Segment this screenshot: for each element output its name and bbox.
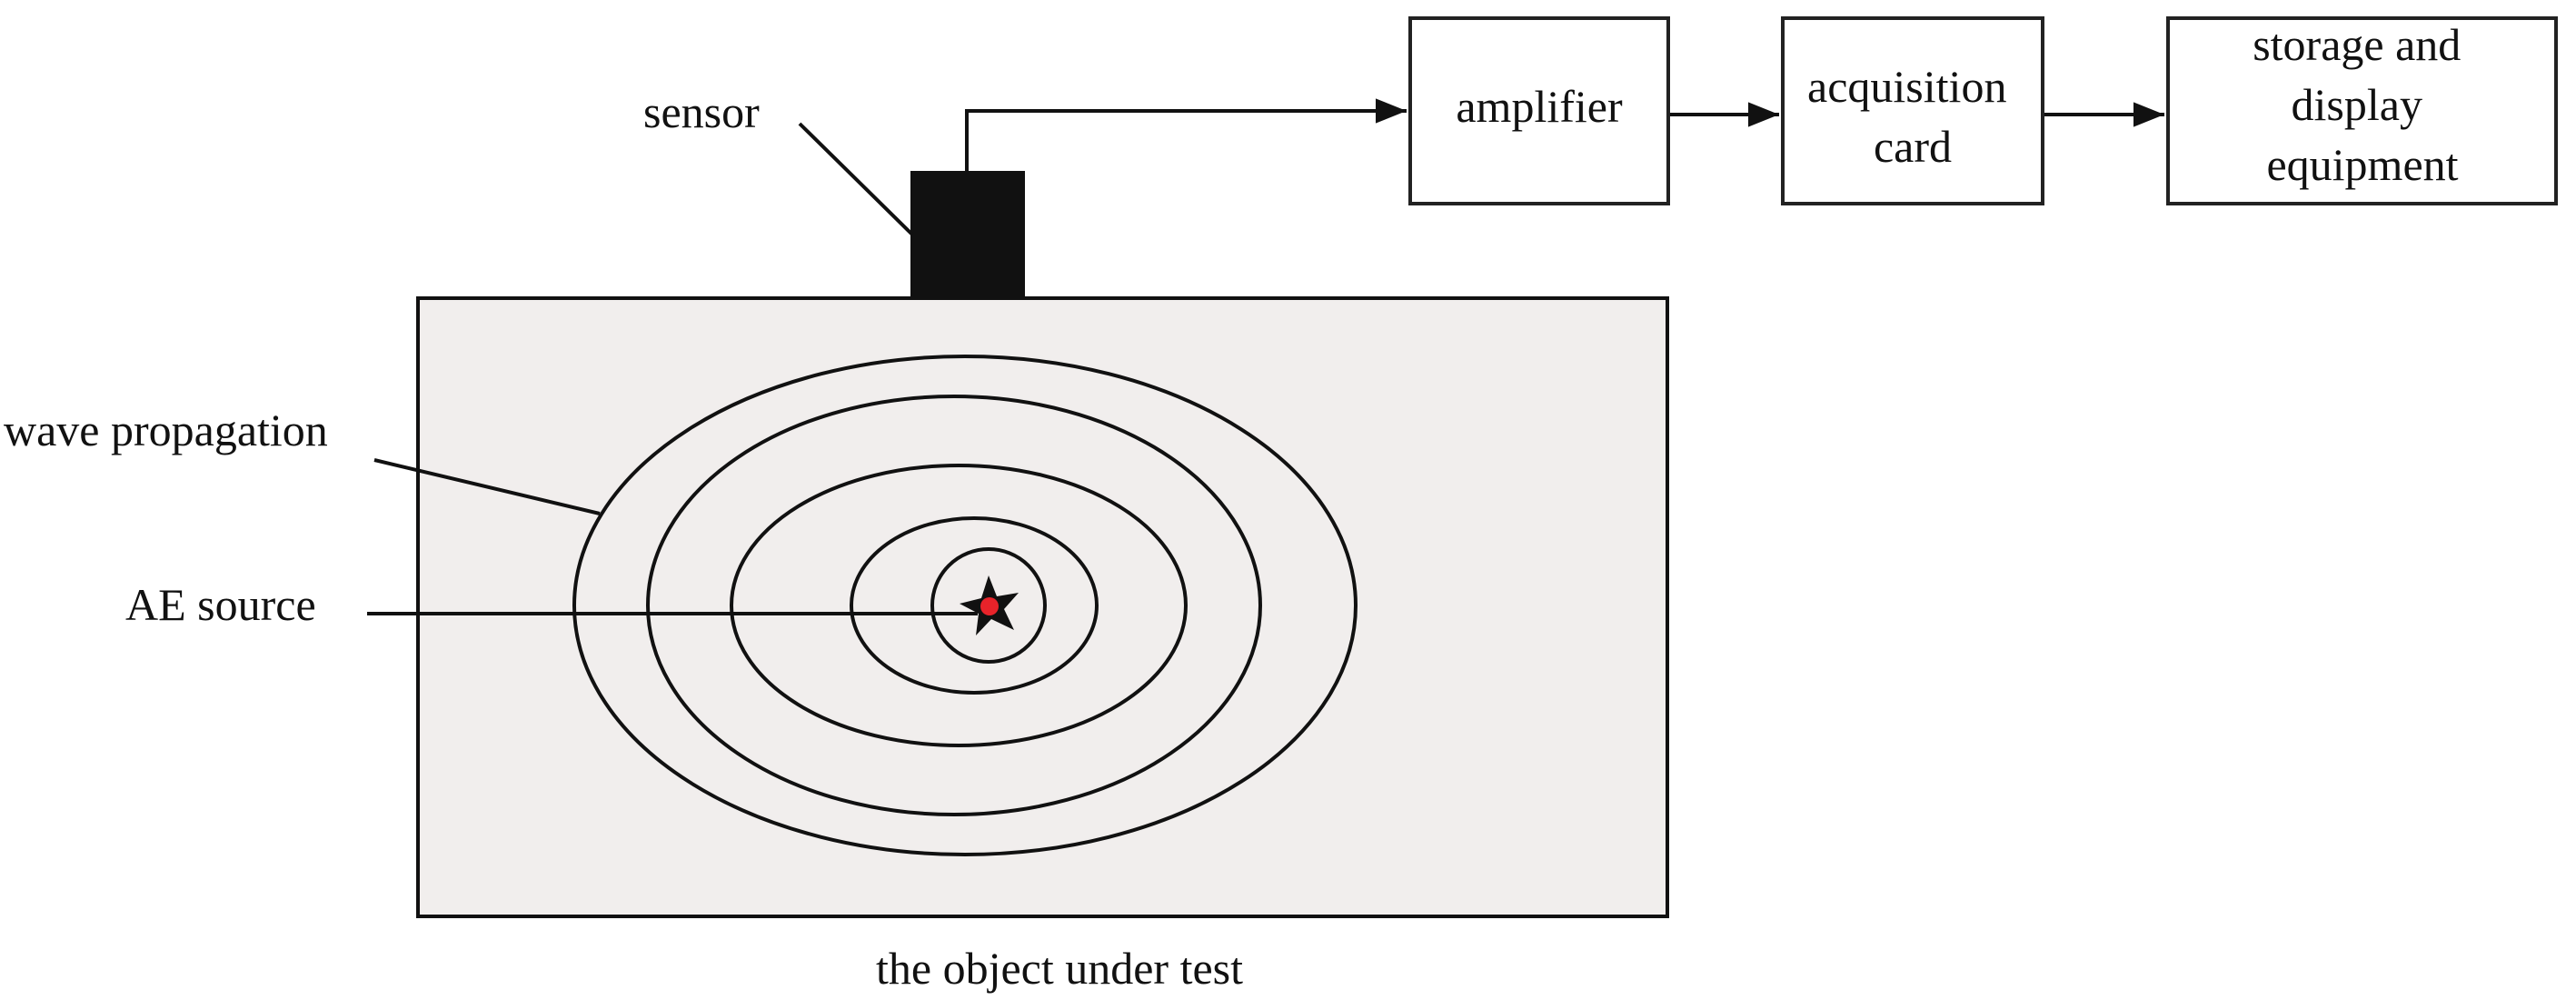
acquisition-card-label-line: card [1874, 121, 1952, 172]
wave-ring-4 [646, 395, 1262, 816]
wave-ring-1 [930, 547, 1047, 664]
acquisition-card-box [1781, 16, 2044, 205]
acquisition-card-label: acquisition card [1807, 61, 2018, 172]
object-under-test-label: the object under test [876, 943, 1243, 994]
ae-source-label: AE source [125, 579, 316, 630]
sensor-label: sensor [643, 86, 760, 137]
ae-source-marker [960, 575, 1019, 635]
storage-display-label-line: display [2292, 79, 2422, 130]
amplifier-label: amplifier [1456, 81, 1623, 132]
sensor-to-amplifier-arrow [965, 98, 1407, 171]
test-object [416, 296, 1669, 918]
wave-leader-line [373, 458, 601, 515]
wave-propagation-label: wave propagation [4, 405, 328, 455]
amplifier-label-line: amplifier [1456, 81, 1623, 132]
wave-ring-3 [730, 464, 1188, 747]
storage-display-box [2166, 16, 2558, 205]
acquisition-card-label-line: acquisition [1807, 61, 2006, 112]
storage-display-label-line: storage and [2253, 19, 2461, 70]
amplifier-box [1408, 16, 1670, 205]
storage-display-label: storage and display equipment [2253, 19, 2472, 190]
sensor-leader-line [798, 122, 914, 236]
wave-ring-5 [572, 355, 1358, 856]
storage-display-label-line: equipment [2266, 139, 2458, 190]
sensor-block [910, 171, 1025, 300]
wave-ring-2 [850, 516, 1099, 695]
wave-rings [572, 355, 1358, 856]
